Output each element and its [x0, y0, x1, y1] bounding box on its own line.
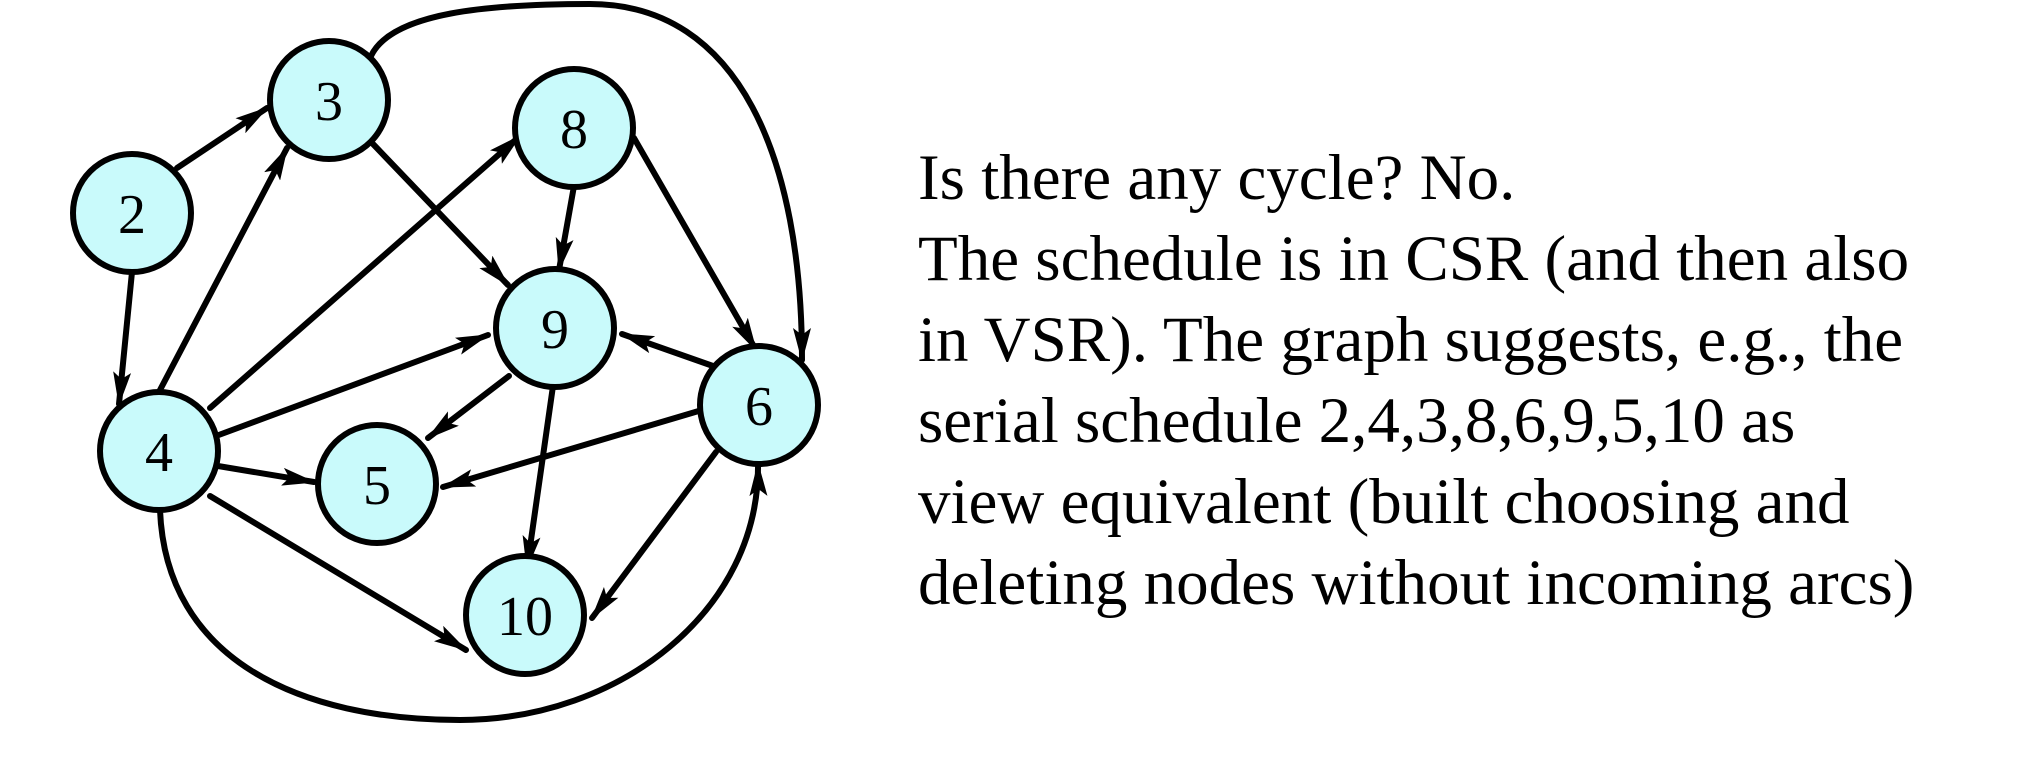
explanation-line-5: view equivalent (built choosing and — [918, 466, 1850, 538]
edge-2-3 — [174, 105, 270, 171]
edge-3-6 — [368, 0, 811, 363]
explanation-line-4: serial schedule 2,4,3,8,6,9,5,10 as — [918, 385, 1796, 457]
node-10-circle — [463, 553, 587, 677]
node-5: 5 — [315, 422, 439, 546]
node-6-label: 6 — [745, 376, 773, 438]
node-9: 9 — [493, 266, 617, 390]
edge-4-5 — [215, 463, 317, 486]
node-2-circle — [70, 151, 194, 275]
node-9-label: 9 — [541, 299, 569, 361]
node-4-label: 4 — [145, 422, 173, 484]
node-2-label: 2 — [118, 184, 146, 246]
edge-8-6 — [631, 135, 759, 353]
edge-4-8 — [207, 133, 523, 411]
explanation-line-6: deleting nodes without incoming arcs) — [918, 547, 1915, 619]
node-3-label: 3 — [315, 71, 343, 133]
node-5-label: 5 — [363, 455, 391, 517]
explanation-line-1: Is there any cycle? No. — [918, 142, 1516, 214]
node-3: 3 — [267, 38, 391, 162]
edge-4-6 — [157, 461, 768, 724]
node-6: 6 — [697, 343, 821, 467]
node-4-circle — [97, 389, 221, 513]
edge-2-4 — [113, 269, 135, 407]
explanation-line-2: The schedule is in CSR (and then also — [918, 223, 1910, 295]
node-2: 2 — [70, 151, 194, 275]
edge-8-9 — [555, 183, 577, 273]
node-6-circle — [697, 343, 821, 467]
edge-9-10 — [522, 383, 556, 571]
node-10-label: 10 — [497, 586, 553, 648]
node-8-label: 8 — [560, 99, 588, 161]
node-10: 10 — [463, 553, 587, 677]
edge-6-9 — [619, 331, 716, 369]
edge-4-3 — [157, 145, 290, 393]
edge-3-9 — [370, 141, 511, 288]
edge-4-9 — [213, 332, 491, 439]
edge-6-10 — [589, 449, 719, 621]
node-4: 4 — [97, 389, 221, 513]
edge-6-5 — [440, 407, 705, 490]
precedence-graph: 2 3 4 5 6 8 9 10 — [70, 0, 821, 724]
node-5-circle — [315, 422, 439, 546]
node-9-circle — [493, 266, 617, 390]
node-8-circle — [512, 66, 636, 190]
explanation-line-3: in VSR). The graph suggests, e.g., the — [918, 304, 1904, 376]
node-8: 8 — [512, 66, 636, 190]
explanation-text: Is there any cycle? No. The schedule is … — [918, 138, 2018, 624]
edge-4-10 — [207, 493, 469, 653]
node-3-circle — [267, 38, 391, 162]
edge-9-5 — [425, 373, 512, 441]
